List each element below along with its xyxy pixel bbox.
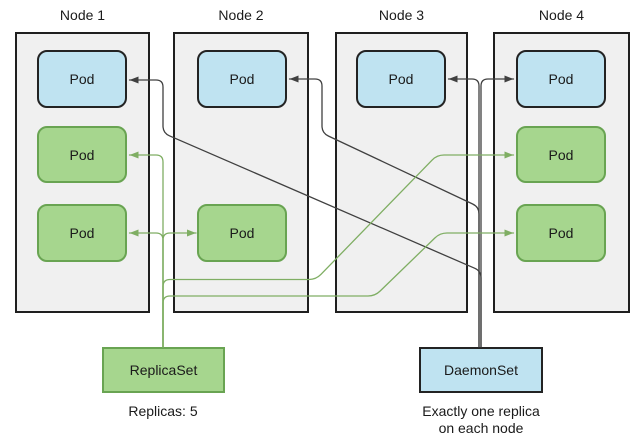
pod-label-node1-pod-replica-a: Pod: [69, 146, 95, 163]
daemonset-caption-line-1: Exactly one replica: [422, 403, 540, 419]
pod-node2-pod-replica-a: Pod: [197, 204, 287, 262]
replicaset-box: ReplicaSet: [102, 347, 225, 393]
replicaset-caption-line-1: Replicas: 5: [128, 403, 198, 419]
daemonset-label: DaemonSet: [444, 362, 518, 378]
node-title-node-1: Node 1: [59, 7, 106, 23]
pod-label-node4-pod-replica-a: Pod: [548, 146, 574, 163]
pod-label-node4-pod-replica-b: Pod: [548, 225, 574, 241]
pod-node2-pod-daemonset: Pod: [197, 50, 287, 108]
node-title-node-2: Node 2: [218, 7, 264, 23]
pod-label-node3-pod-daemonset: Pod: [388, 71, 414, 87]
node-title-node-3: Node 3: [378, 7, 425, 23]
node-title-node-4: Node 4: [538, 7, 585, 23]
daemonset-box: DaemonSet: [419, 347, 543, 393]
pod-node1-pod-replica-b: Pod: [37, 204, 127, 262]
pod-node3-pod-daemonset: Pod: [356, 50, 446, 108]
replicaset-caption: Replicas: 5: [73, 403, 253, 420]
pod-label-node4-pod-daemonset: Pod: [548, 71, 574, 87]
pod-node1-pod-daemonset: Pod: [37, 50, 127, 108]
pod-node1-pod-replica-a: Pod: [37, 126, 127, 183]
pod-label-node1-pod-replica-b: Pod: [69, 225, 95, 241]
pod-node4-pod-replica-b: Pod: [516, 204, 606, 262]
pod-node4-pod-replica-a: Pod: [516, 126, 606, 183]
pod-label-node2-pod-replica-a: Pod: [229, 225, 255, 241]
pod-label-node1-pod-daemonset: Pod: [69, 71, 95, 87]
replicaset-label: ReplicaSet: [129, 362, 198, 378]
pod-label-node2-pod-daemonset: Pod: [229, 71, 255, 87]
pod-node4-pod-daemonset: Pod: [516, 50, 606, 108]
daemonset-caption-line-2: on each node: [438, 420, 524, 436]
